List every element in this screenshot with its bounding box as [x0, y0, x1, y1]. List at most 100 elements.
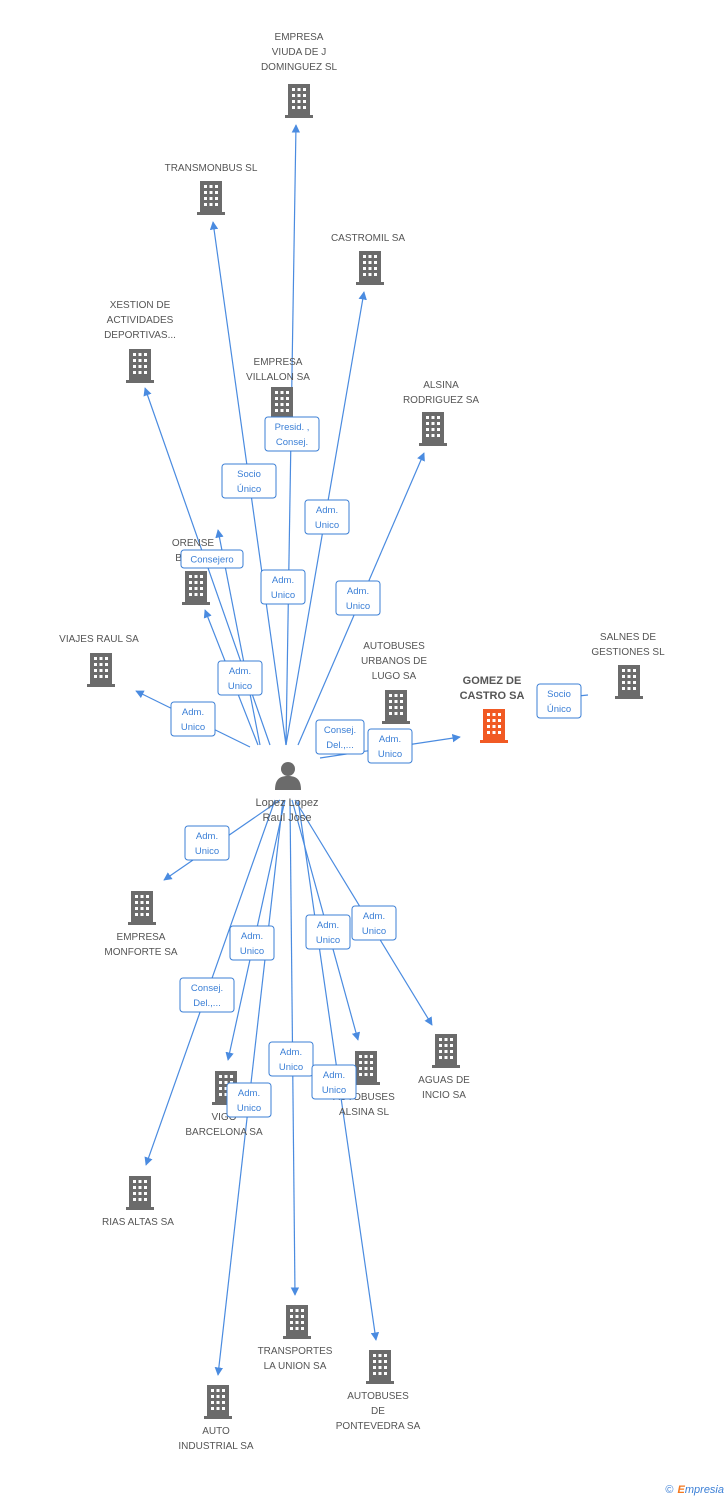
edge-label-adm_viajes[interactable]: Adm.Unico	[170, 701, 216, 737]
building-icon	[197, 181, 225, 215]
company-label-line: VILLALON SA	[246, 372, 310, 383]
edge-label-text: Adm.	[363, 911, 385, 922]
brand-initial: E	[677, 1484, 685, 1496]
edge-label-adm_alsina[interactable]: Adm.Unico	[335, 580, 381, 616]
edge-label-text: Unico	[322, 1085, 346, 1096]
company-label-line: GESTIONES SL	[591, 647, 665, 658]
company-label-line: RIAS ALTAS SA	[102, 1217, 174, 1228]
edge-label-box	[351, 905, 397, 941]
edge-label-box	[260, 569, 306, 605]
company-label-line: LUGO SA	[372, 671, 417, 682]
edge-label-box	[311, 1064, 357, 1100]
edge-label-text: Adm.	[323, 1070, 345, 1081]
edge-label-text: Del.,...	[326, 740, 353, 751]
edge-label-text: Unico	[316, 935, 340, 946]
building-icon	[87, 653, 115, 687]
edge-label-text: Adm.	[241, 931, 263, 942]
edge-label-text: Adm.	[347, 586, 369, 597]
company-node-salnes[interactable]: SALNES DE GESTIONES SL	[591, 632, 665, 699]
company-label-line: AUTOBUSES	[347, 1391, 409, 1402]
edge-label-text: Unico	[378, 749, 402, 760]
company-node-rias[interactable]: RIAS ALTAS SA	[102, 1176, 174, 1228]
edge-label-text: Adm.	[272, 575, 294, 586]
company-label-line: VIGO	[211, 1112, 236, 1123]
edge-label-consejero[interactable]: Consejero	[180, 549, 244, 569]
building-icon	[615, 665, 643, 699]
company-node-xestion[interactable]: XESTION DE ACTIVIDADES DEPORTIVAS...	[104, 300, 176, 383]
edge-label-text: Consej.	[324, 725, 356, 736]
edge-label-text: Adm.	[317, 920, 339, 931]
building-icon	[204, 1385, 232, 1419]
building-icon	[356, 251, 384, 285]
edge-label-adm_alsina_sl[interactable]: Adm. Unico	[305, 914, 351, 950]
edge-label-adm_gomez[interactable]: Adm.Unico	[367, 728, 413, 764]
edge-label-text: Unico	[315, 520, 339, 531]
company-label-line: URBANOS DE	[361, 656, 427, 667]
company-label-line: ORENSE	[172, 538, 215, 549]
edge-label-adm_castromil[interactable]: Adm.Unico	[304, 499, 350, 535]
edge-label-consej_del_rias[interactable]: Consej. Del.,...	[179, 977, 235, 1013]
edge-label-box	[217, 660, 263, 696]
company-label-line: GOMEZ DE	[463, 675, 522, 687]
edge-label-text: Adm.	[280, 1047, 302, 1058]
building-icon	[126, 1176, 154, 1210]
edge-label-box	[184, 825, 230, 861]
company-label-line: XESTION DE	[110, 300, 171, 311]
edge-label-text: Adm.	[229, 666, 251, 677]
company-label-line: BARCELONA SA	[185, 1127, 263, 1138]
company-label-line: ACTIVIDADES	[107, 315, 174, 326]
edge-label-adm_transportes[interactable]: Adm. Unico	[268, 1041, 314, 1077]
edge-label-adm_aguas[interactable]: Adm. Unico	[351, 905, 397, 941]
building-icon	[382, 690, 410, 724]
company-label-line: AUTOBUSES	[333, 1092, 395, 1103]
company-node-gomez[interactable]: GOMEZ DE CASTRO SA	[460, 675, 525, 743]
company-node-orense[interactable]: ORENSEBENA...	[172, 538, 215, 605]
company-node-transmonbus[interactable]: TRANSMONBUS SL	[165, 163, 258, 215]
company-label-line: ALSINA	[423, 380, 459, 391]
company-label-line: DEPORTIVAS...	[104, 330, 176, 341]
company-node-viajes[interactable]: VIAJES RAUL SA	[59, 634, 139, 687]
edge-label-adm_xestion[interactable]: Adm. Unico	[217, 660, 263, 696]
edge-label-adm_monforte[interactable]: Adm.Unico	[184, 825, 230, 861]
edge-label-text: Unico	[362, 926, 386, 937]
edge-label-text: Socio	[237, 469, 261, 480]
edge-label-box	[305, 914, 351, 950]
company-label-line: CASTRO SA	[460, 690, 525, 702]
company-node-castromil[interactable]: CASTROMIL SA	[331, 233, 405, 285]
company-label-line: DOMINGUEZ SL	[261, 62, 338, 73]
company-node-vigo[interactable]: VIGO BARCELONA SA	[185, 1071, 263, 1138]
edge-label-text: Del.,...	[193, 998, 220, 1009]
edge-label-consej_del_urbanos[interactable]: Consej. Del.,...	[315, 719, 365, 755]
edge-label-adm_vigo[interactable]: Adm. Unico	[229, 925, 275, 961]
edge-label-text: Consej.	[191, 983, 223, 994]
company-label-line: TRANSMONBUS SL	[165, 163, 258, 174]
edge-label-text: Unico	[228, 681, 252, 692]
edge-label-adm_auto[interactable]: Adm.Unico	[226, 1082, 272, 1118]
person-node[interactable]: Lopez Lopez Raul Jose	[256, 762, 319, 824]
edge-label-text: Unico	[279, 1062, 303, 1073]
edge-label-text: Unico	[240, 946, 264, 957]
company-label-line: MONFORTE SA	[104, 947, 177, 958]
building-icon	[419, 412, 447, 446]
edge-label-adm_pontevedra[interactable]: Adm. Unico	[311, 1064, 357, 1100]
edge-label-presid[interactable]: Presid. ,Consej.	[264, 416, 320, 452]
edge-label-adm_villalon[interactable]: Adm. Unico	[260, 569, 306, 605]
edge-label-text: Unico	[271, 590, 295, 601]
edge-label-box	[536, 683, 582, 719]
company-label-line: SALNES DE	[600, 632, 656, 643]
company-label-line: DE	[371, 1406, 385, 1417]
